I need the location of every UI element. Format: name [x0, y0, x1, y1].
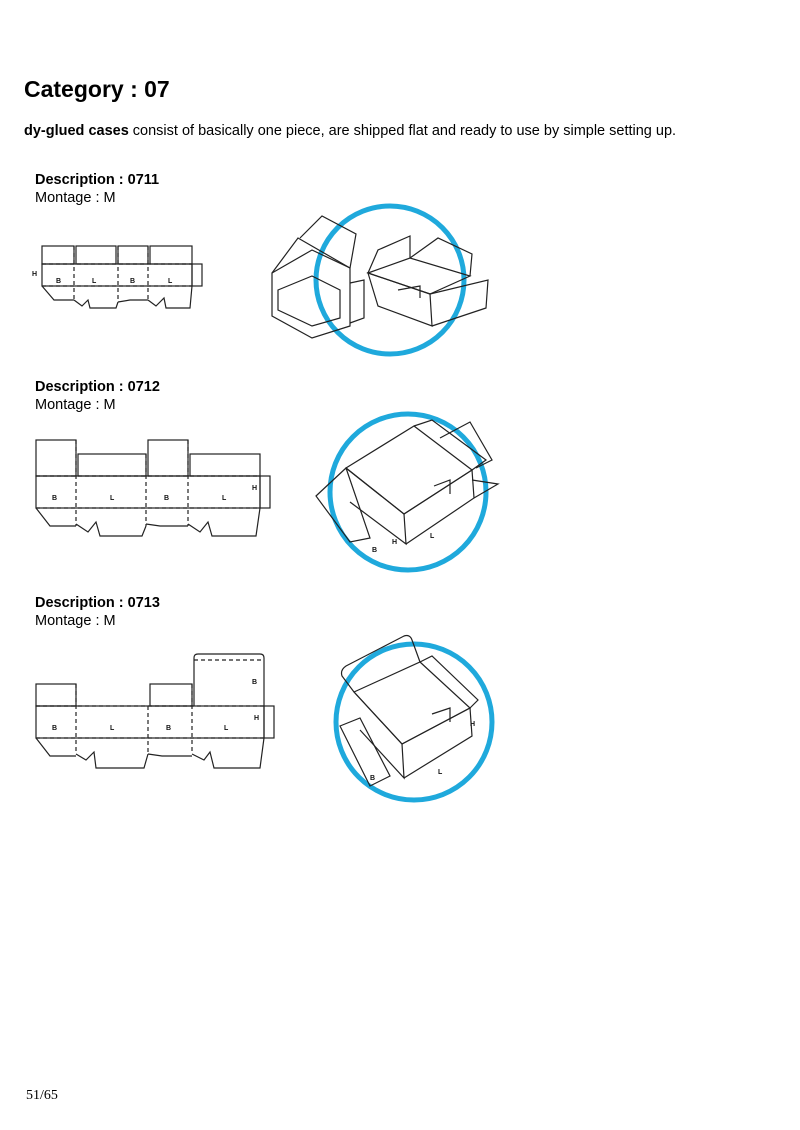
- box-illustration-0712: B H L: [315, 411, 500, 573]
- label-b: B: [370, 775, 375, 782]
- page-number: 51/65: [26, 1088, 58, 1103]
- montage-label: Montage : M: [35, 397, 116, 413]
- intro-term: dy-glued cases: [24, 123, 129, 139]
- label-h: H: [392, 539, 397, 546]
- label-l: L: [222, 495, 227, 502]
- description-0713: Description : 0713 Montage : M: [35, 594, 160, 630]
- flat-blank-0711: B L B L H: [32, 245, 203, 309]
- label-h: H: [470, 721, 475, 728]
- label-b: B: [166, 725, 171, 732]
- label-b: B: [56, 278, 61, 285]
- description-title: Description : 0712: [35, 379, 160, 395]
- box-illustration-0713: B L H: [333, 634, 495, 803]
- label-l: L: [224, 725, 229, 732]
- label-h: H: [254, 715, 259, 722]
- description-0711: Description : 0711 Montage : M: [35, 171, 159, 207]
- page-title: Category : 07: [24, 76, 170, 102]
- flat-blank-0713: B L B L H B: [35, 653, 275, 769]
- label-b: B: [52, 495, 57, 502]
- description-title: Description : 0711: [35, 172, 160, 188]
- label-l: L: [430, 533, 435, 540]
- label-l: L: [438, 769, 443, 776]
- description-title: Description : 0713: [35, 595, 160, 611]
- label-h: H: [32, 271, 37, 278]
- label-b: B: [252, 679, 257, 686]
- label-l: L: [92, 278, 97, 285]
- montage-label: Montage : M: [35, 190, 116, 206]
- label-b: B: [52, 725, 57, 732]
- label-l: L: [110, 725, 115, 732]
- description-0712: Description : 0712 Montage : M: [35, 378, 160, 414]
- label-h: H: [252, 485, 257, 492]
- intro-text: dy-glued cases consist of basically one …: [24, 123, 676, 139]
- box-illustration-0711: [271, 203, 489, 357]
- intro-description: consist of basically one piece, are ship…: [128, 123, 677, 139]
- flat-blank-0712: B L B L H: [35, 439, 271, 537]
- label-l: L: [110, 495, 115, 502]
- label-b: B: [130, 278, 135, 285]
- label-b: B: [372, 547, 377, 554]
- label-b: B: [164, 495, 169, 502]
- montage-label: Montage : M: [35, 613, 116, 629]
- label-l: L: [168, 278, 173, 285]
